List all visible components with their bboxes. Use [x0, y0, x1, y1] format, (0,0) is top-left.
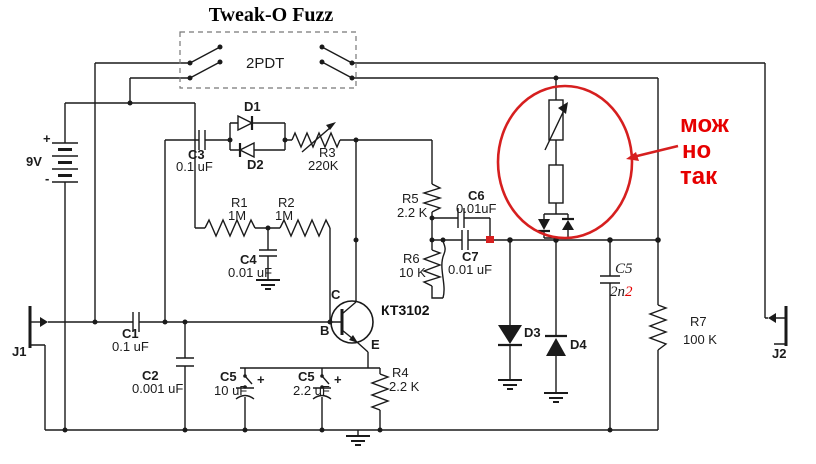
ground-symbol-d4 — [544, 392, 568, 403]
capacitor-c4 — [259, 249, 277, 257]
c6-ref-label: C6 — [468, 188, 485, 203]
r5-value-label: 2.2 K — [397, 205, 428, 220]
transistor-emitter-label: E — [371, 337, 380, 352]
d4-label: D4 — [570, 337, 587, 352]
transistor-ref-label: КТ3102 — [381, 302, 430, 318]
capacitor-c2 — [176, 357, 194, 367]
r5-ref-label: R5 — [402, 191, 419, 206]
c5c-ref-label: C5 — [615, 261, 633, 277]
battery-label: 9V — [26, 154, 42, 169]
c2-ref-label: C2 — [142, 368, 159, 383]
battery-plus-label: + — [43, 131, 51, 146]
diode-d1 — [237, 114, 254, 132]
resistor-r3-trimmer — [291, 122, 341, 153]
c5a-value-label: 10 uF — [214, 383, 247, 398]
bypass-switch-left — [189, 46, 221, 79]
d2-label: D2 — [247, 157, 264, 172]
potentiometer — [544, 99, 568, 151]
r7-ref-label: R7 — [690, 314, 707, 329]
annotation-line-2: но — [682, 137, 711, 164]
capacitor-c5a — [235, 374, 255, 400]
diode-d4 — [545, 334, 567, 356]
transistor-collector-label: C — [331, 287, 341, 302]
c5a-plus-label: + — [257, 372, 265, 387]
r6-ref-label: R6 — [403, 251, 420, 266]
red-arrow — [626, 144, 679, 161]
c7-ref-label: C7 — [462, 249, 479, 264]
c6-value-label: 0.01uF — [456, 201, 497, 216]
resistor-r2 — [279, 218, 331, 238]
d3-label: D3 — [524, 325, 541, 340]
red-tick-mark — [486, 236, 494, 243]
red-highlight-circle — [496, 84, 634, 240]
resistor-r6 — [422, 249, 443, 287]
r1-value-label: 1M — [228, 208, 246, 223]
r7-value-label: 100 K — [683, 332, 717, 347]
switch-box-outline — [179, 31, 357, 89]
schematic-title: Tweak-O Fuzz — [209, 4, 334, 26]
r4-value-label: 2.2 K — [389, 379, 420, 394]
c1-ref-label: C1 — [122, 326, 139, 341]
bypass-switch-right — [321, 46, 353, 79]
clipping-diode-pair — [538, 217, 574, 233]
d1-label: D1 — [244, 99, 261, 114]
r2-value-label: 1M — [275, 208, 293, 223]
resistor-r5 — [421, 183, 443, 213]
battery-symbol — [52, 142, 78, 183]
c1-value-label: 0.1 uF — [112, 339, 149, 354]
diode-d2 — [238, 141, 255, 159]
annotation-line-1: мож — [680, 111, 730, 138]
c5a-ref-label: C5 — [220, 369, 237, 384]
c2-value-label: 0.001 uF — [132, 381, 183, 396]
c7-value-label: 0.01 uF — [448, 262, 492, 277]
c5c-value-label: 2n2 — [610, 284, 633, 300]
r2-ref-label: R2 — [278, 195, 295, 210]
diode-d3 — [498, 325, 522, 347]
capacitor-c1 — [132, 312, 140, 332]
r6-value-label: 10 K — [399, 265, 426, 280]
r3-ref-label: R3 — [319, 145, 336, 160]
jack-j1 — [28, 306, 48, 348]
capacitor-c6 — [457, 208, 465, 228]
annotation-line-3: так — [680, 163, 718, 190]
r3-value-label: 220K — [308, 158, 339, 173]
transistor-base-label: B — [320, 323, 329, 338]
j2-label: J2 — [772, 346, 786, 361]
c5b-value-label: 2.2 uF — [293, 383, 330, 398]
capacitor-c7 — [461, 230, 469, 250]
capacitor-c5b — [312, 374, 332, 400]
c3-value-label: 0.1 uF — [176, 159, 213, 174]
c5b-ref-label: C5 — [298, 369, 315, 384]
c4-ref-label: C4 — [240, 252, 257, 267]
ground-symbol-c4 — [256, 279, 280, 290]
c5b-plus-label: + — [334, 372, 342, 387]
r4-ref-label: R4 — [392, 365, 409, 380]
annotation-text: мож но так — [680, 111, 730, 190]
ground-symbol-main — [346, 435, 370, 446]
c3-ref-label: C3 — [188, 147, 205, 162]
resistor-r7 — [648, 304, 668, 351]
fixed-resistor-box — [548, 164, 564, 204]
ground-symbol-d3 — [498, 379, 522, 390]
wavy-wire — [441, 239, 446, 299]
capacitor-c5c — [600, 275, 620, 284]
resistor-r1 — [204, 218, 256, 238]
r1-ref-label: R1 — [231, 195, 248, 210]
j1-label: J1 — [12, 344, 26, 359]
switch-box-label: 2PDT — [246, 55, 284, 72]
capacitor-c3 — [198, 130, 206, 150]
jack-j2 — [768, 306, 788, 346]
wire-layer — [30, 62, 768, 436]
battery-minus-label: - — [45, 171, 49, 186]
c4-value-label: 0.01 uF — [228, 265, 272, 280]
resistor-r4 — [370, 373, 390, 411]
